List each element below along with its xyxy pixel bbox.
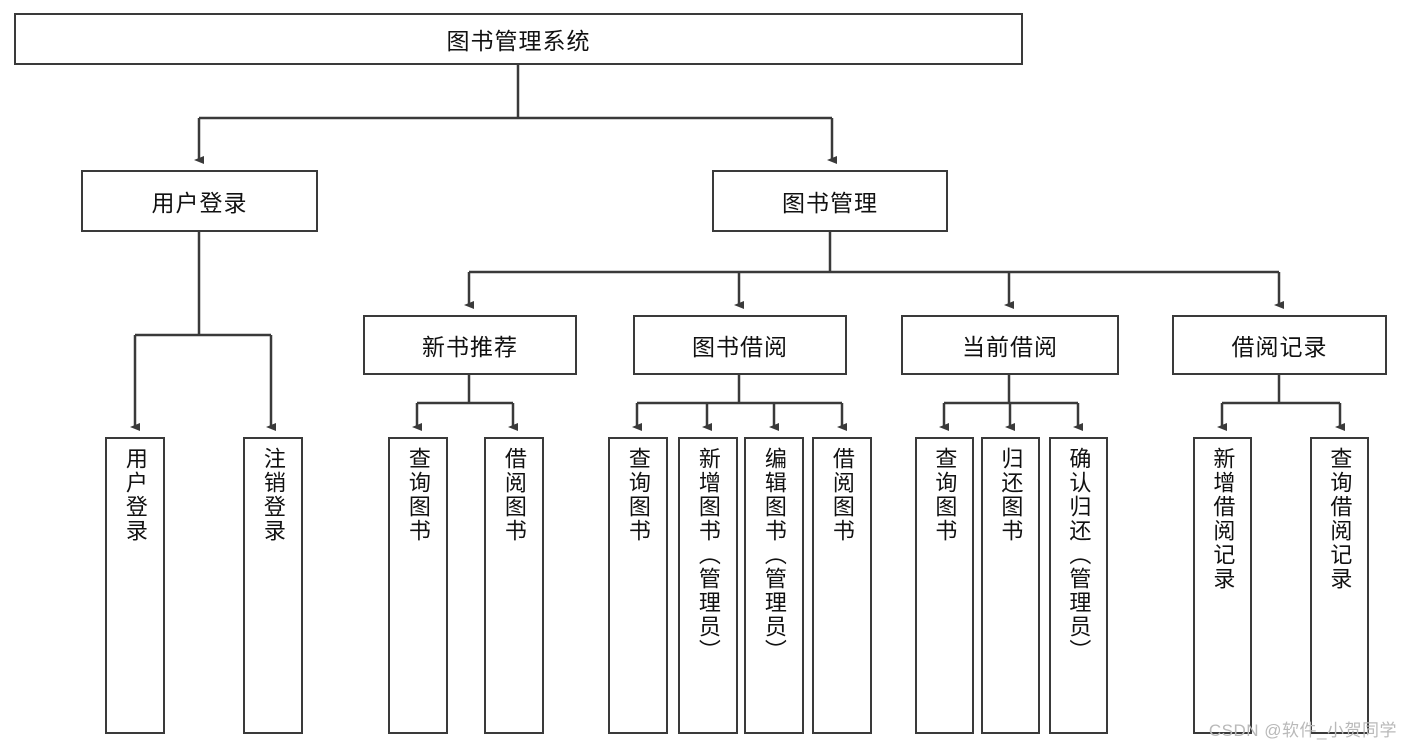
leaf-current-query-book[interactable]: 查询图书 xyxy=(915,437,974,734)
leaf-borrow-edit-book[interactable]: 编辑图书（管理员） xyxy=(744,437,804,734)
leaf-record-add[interactable]: 新增借阅记录 xyxy=(1193,437,1252,734)
leaf-user-login-label: 用户登录 xyxy=(122,447,148,543)
node-root-system-label: 图书管理系统 xyxy=(446,28,591,54)
leaf-user-logout-label: 注销登录 xyxy=(260,447,286,543)
leaf-borrow-add-book[interactable]: 新增图书（管理员） xyxy=(678,437,738,734)
leaf-current-query-book-label: 查询图书 xyxy=(932,447,958,543)
leaf-recommend-query-book[interactable]: 查询图书 xyxy=(388,437,448,734)
node-borrow-record-label: 借阅记录 xyxy=(1231,334,1328,360)
node-new-book-recommend-label: 新书推荐 xyxy=(422,334,518,360)
csdn-watermark: CSDN @软件_小贺同学 xyxy=(1208,721,1397,740)
node-user-login[interactable]: 用户登录 xyxy=(81,170,318,232)
node-user-login-label: 用户登录 xyxy=(151,190,248,216)
node-new-book-recommend[interactable]: 新书推荐 xyxy=(363,315,577,375)
leaf-borrow-edit-book-label: 编辑图书（管理员） xyxy=(761,447,787,663)
leaf-recommend-borrow-book-label: 借阅图书 xyxy=(501,447,527,543)
node-book-borrow[interactable]: 图书借阅 xyxy=(633,315,847,375)
node-borrow-record[interactable]: 借阅记录 xyxy=(1172,315,1387,375)
leaf-user-logout[interactable]: 注销登录 xyxy=(243,437,303,734)
leaf-current-return-book[interactable]: 归还图书 xyxy=(981,437,1040,734)
leaf-borrow-query-book-label: 查询图书 xyxy=(625,447,651,543)
leaf-recommend-borrow-book[interactable]: 借阅图书 xyxy=(484,437,544,734)
node-root-system[interactable]: 图书管理系统 xyxy=(14,13,1023,65)
leaf-current-confirm-return-label: 确认归还（管理员） xyxy=(1066,447,1092,663)
leaf-record-add-label: 新增借阅记录 xyxy=(1210,447,1236,591)
leaf-record-query-label: 查询借阅记录 xyxy=(1327,447,1353,591)
leaf-current-return-book-label: 归还图书 xyxy=(998,447,1024,543)
leaf-recommend-query-book-label: 查询图书 xyxy=(405,447,431,543)
node-book-manage-label: 图书管理 xyxy=(782,190,878,216)
node-current-borrow[interactable]: 当前借阅 xyxy=(901,315,1119,375)
leaf-record-query[interactable]: 查询借阅记录 xyxy=(1310,437,1369,734)
node-book-borrow-label: 图书借阅 xyxy=(692,334,788,360)
leaf-borrow-borrow-book[interactable]: 借阅图书 xyxy=(812,437,872,734)
leaf-current-confirm-return[interactable]: 确认归还（管理员） xyxy=(1049,437,1108,734)
leaf-user-login[interactable]: 用户登录 xyxy=(105,437,165,734)
leaf-borrow-borrow-book-label: 借阅图书 xyxy=(829,447,855,543)
node-current-borrow-label: 当前借阅 xyxy=(962,334,1058,360)
leaf-borrow-query-book[interactable]: 查询图书 xyxy=(608,437,668,734)
node-book-manage[interactable]: 图书管理 xyxy=(712,170,948,232)
leaf-borrow-add-book-label: 新增图书（管理员） xyxy=(695,447,721,663)
